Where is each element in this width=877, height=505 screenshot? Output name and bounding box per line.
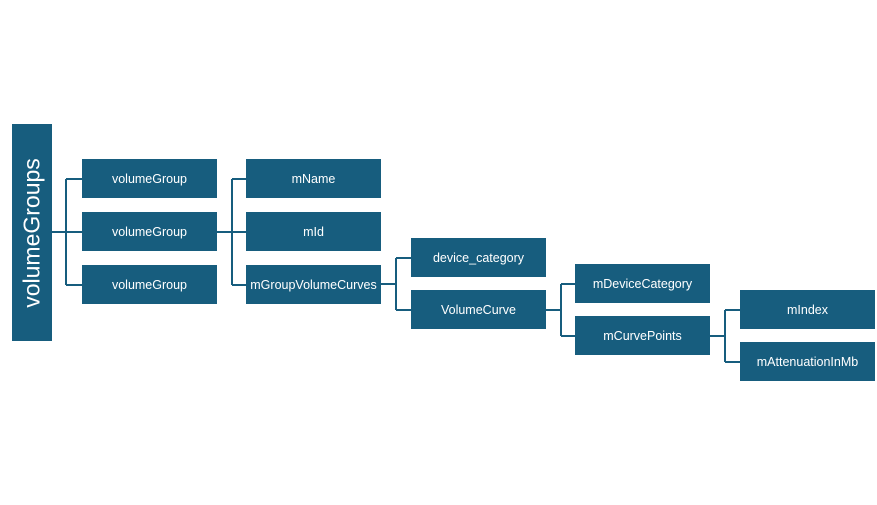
node-mgroupvolumecurves: mGroupVolumeCurves xyxy=(246,265,381,304)
node-mdevicecategory: mDeviceCategory xyxy=(575,264,710,303)
node-mindex: mIndex xyxy=(740,290,875,329)
root-node-label: volumeGroups xyxy=(18,157,45,308)
node-mattenuationinmb: mAttenuationInMb xyxy=(740,342,875,381)
node-volumegroup-3: volumeGroup xyxy=(82,265,217,304)
node-mname: mName xyxy=(246,159,381,198)
node-mid: mId xyxy=(246,212,381,251)
node-device-category: device_category xyxy=(411,238,546,277)
node-volumegroup-1: volumeGroup xyxy=(82,159,217,198)
root-node-volumegroups: volumeGroups xyxy=(12,124,52,341)
node-mcurvepoints: mCurvePoints xyxy=(575,316,710,355)
node-volumecurve: VolumeCurve xyxy=(411,290,546,329)
node-volumegroup-2: volumeGroup xyxy=(82,212,217,251)
